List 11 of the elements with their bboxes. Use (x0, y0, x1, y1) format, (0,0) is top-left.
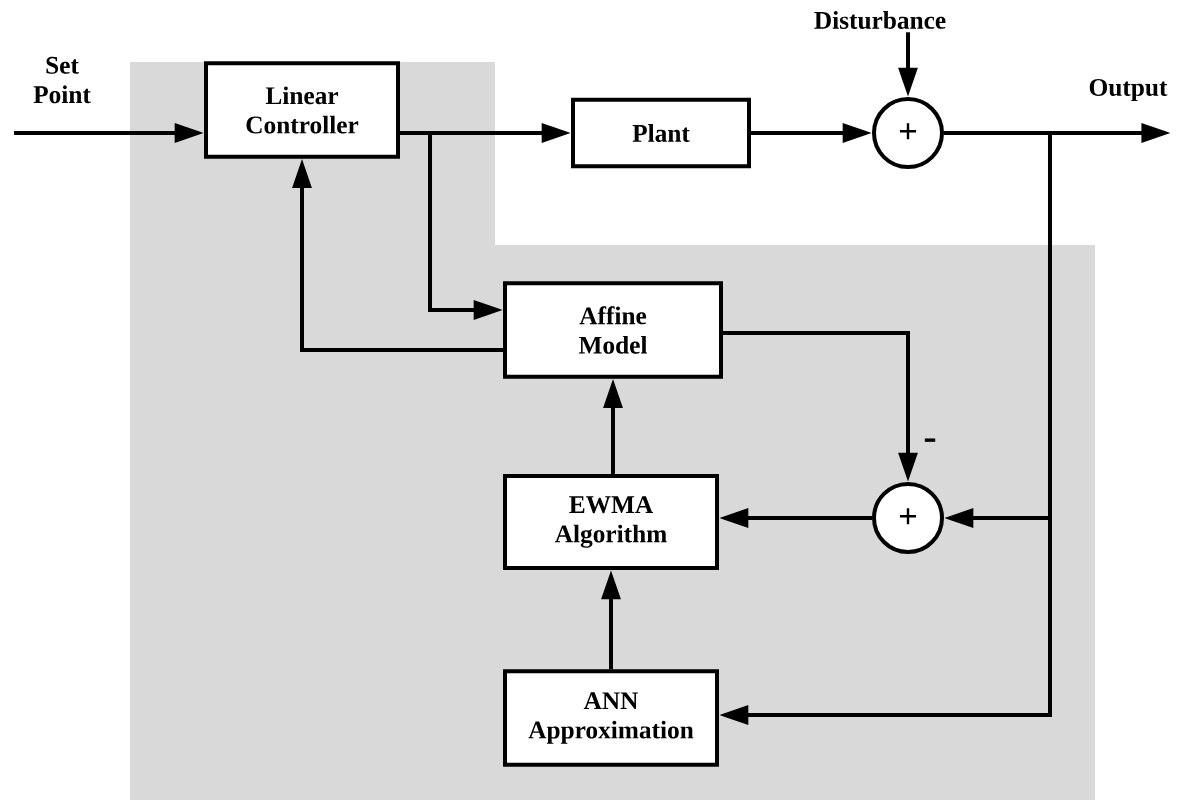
signal-label: Set Point (33, 56, 91, 104)
block-box: ANN Approximation (503, 669, 719, 767)
sign-label: - (924, 438, 936, 442)
block-box: Affine Model (503, 281, 723, 379)
block-box: EWMA Algorithm (503, 474, 719, 570)
summing-junction: + (872, 482, 944, 554)
signal-label: Output (1089, 78, 1168, 102)
block-box: Linear Controller (204, 61, 400, 159)
signal-label: Disturbance (814, 11, 946, 29)
summing-junction: + (872, 97, 944, 169)
block-box: Plant (571, 97, 751, 169)
